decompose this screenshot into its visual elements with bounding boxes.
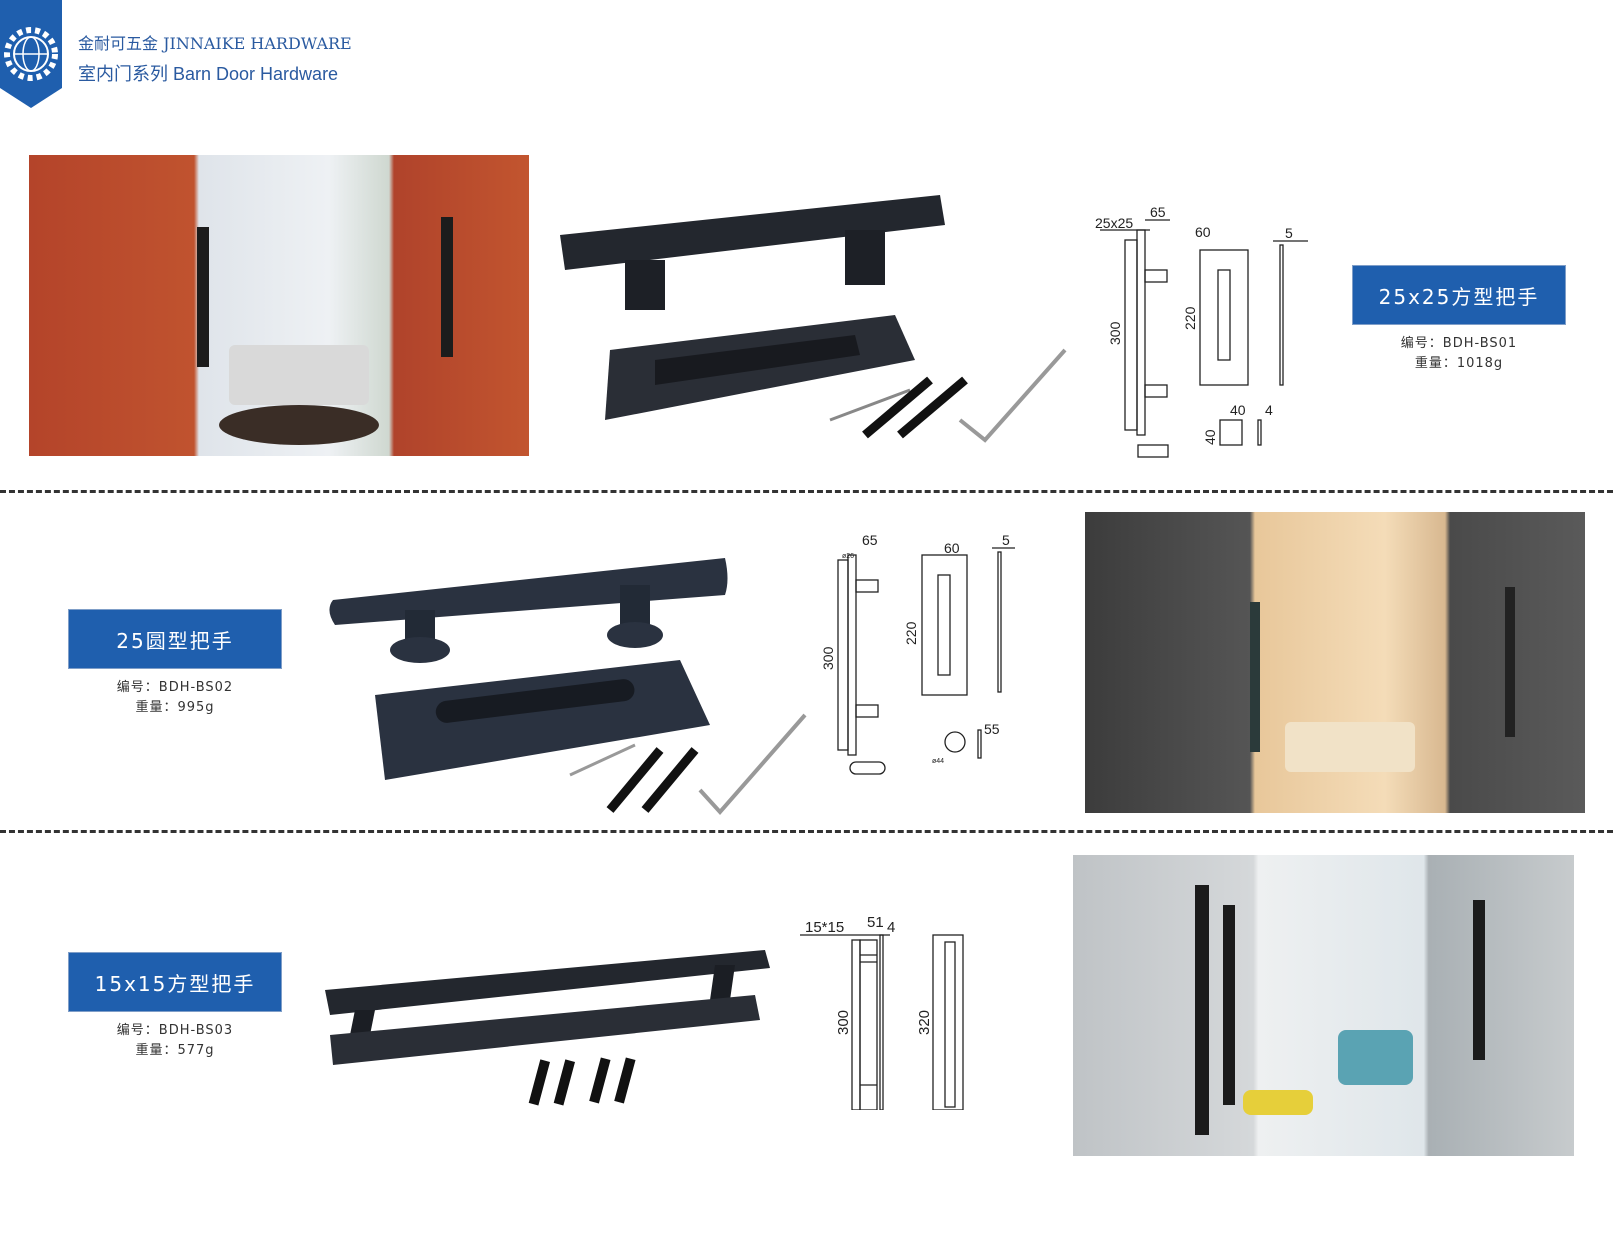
dim-section: 15*15 [805, 919, 844, 936]
product-photo-bs02 [1085, 512, 1585, 813]
dim-depth: 65 [1150, 205, 1166, 220]
dim-plate-thickness: 5 [1002, 532, 1010, 548]
brand-logo [0, 0, 62, 108]
dim-thickness: 4 [887, 919, 895, 936]
section-divider [0, 490, 1613, 493]
dim-length: 300 [820, 646, 836, 670]
dim-plate-width: 60 [944, 540, 960, 556]
series-line: 室内门系列 Barn Door Hardware [78, 64, 339, 84]
product-title-bs02: 25圆型把手 [68, 609, 282, 669]
dim-length: 300 [1107, 321, 1123, 345]
product-image-bs03 [325, 950, 770, 1106]
dimension-drawing-bs02: 65 ø26 60 5 55 ø44 300 220 [820, 532, 1015, 775]
dim-plate-length: 220 [903, 621, 919, 645]
product-code: 编号：BDH-BS03 [116, 1023, 234, 1038]
dim-depth: 65 [862, 532, 878, 548]
product-weight: 重量：577g [135, 1043, 215, 1058]
dim-base-side: 40 [1202, 429, 1218, 445]
dim-section: 25x25 [1095, 215, 1133, 231]
dim-plate-length: 220 [1182, 306, 1198, 330]
dimension-drawing-bs01: 25x25 65 60 5 40 4 300 220 40 [1095, 205, 1308, 458]
product-photo-bs03 [1073, 855, 1574, 1156]
product-image-bs01 [560, 195, 1067, 443]
product-code: 编号：BDH-BS02 [116, 680, 234, 695]
dim-diameter: ø26 [842, 553, 854, 560]
dim-plate-length: 320 [916, 1010, 933, 1035]
section-divider [0, 830, 1613, 833]
dim-base-depth: 55 [984, 721, 1000, 737]
product-photo-bs01 [29, 155, 529, 456]
product-title-bs01: 25x25方型把手 [1352, 265, 1566, 325]
dim-base: 40 [1230, 402, 1246, 418]
dim-base-diameter: ø44 [932, 758, 944, 765]
product-title-bs03: 15x15方型把手 [68, 952, 282, 1012]
brand-line: 金耐可五金 JINNAIKE HARDWARE [78, 34, 352, 53]
dim-length: 300 [835, 1010, 852, 1035]
dim-depth: 51 [867, 914, 884, 931]
product-weight: 重量：1018g [1414, 356, 1504, 371]
product-code: 编号：BDH-BS01 [1400, 336, 1518, 351]
dim-plate-thickness: 5 [1285, 225, 1293, 241]
product-image-bs02 [329, 558, 807, 816]
dimension-drawing-bs03: 15*15 51 4 300 320 [800, 914, 964, 1110]
product-weight: 重量：995g [135, 700, 215, 715]
dim-plate-width: 60 [1195, 224, 1211, 240]
dim-base-thickness: 4 [1265, 402, 1273, 418]
